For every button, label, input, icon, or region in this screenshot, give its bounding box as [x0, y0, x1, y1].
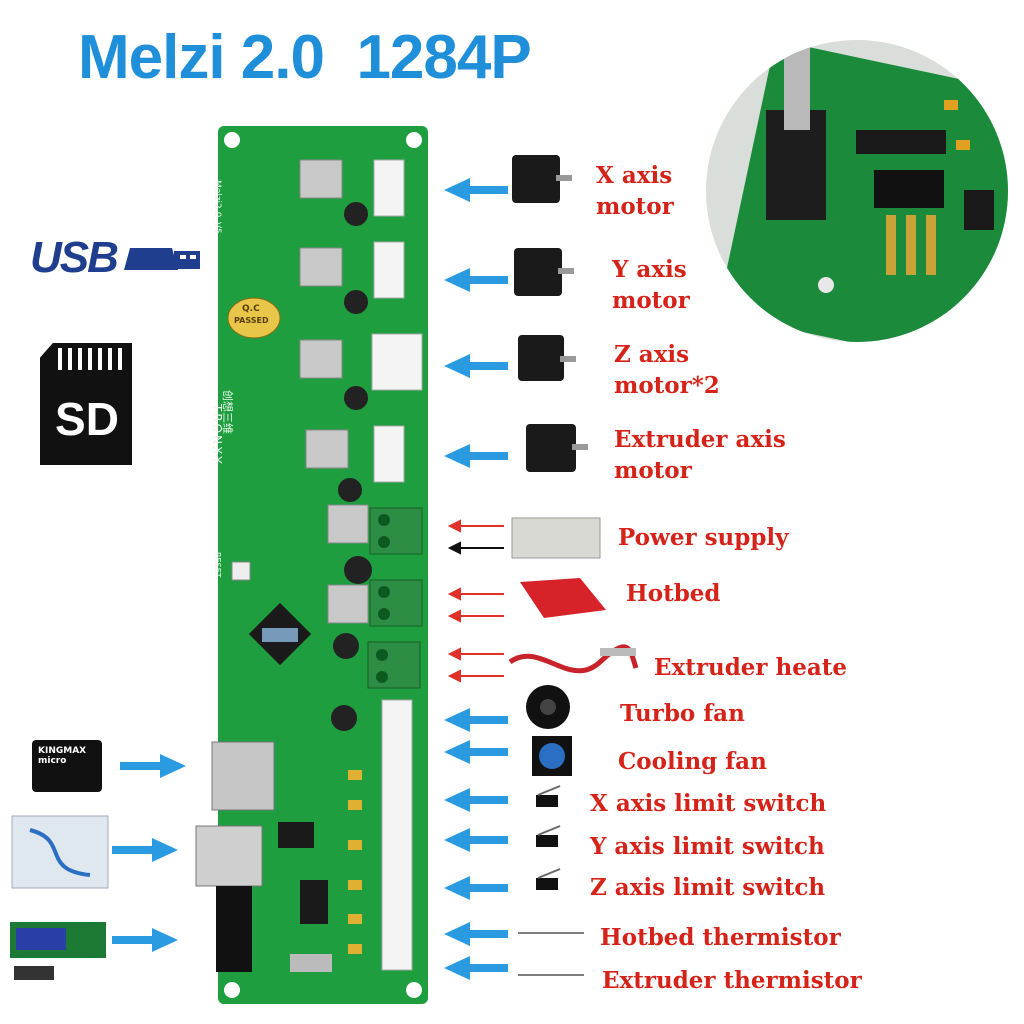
label-extruder-heater: Extruder heate	[654, 654, 848, 681]
page-title: Melzi 2.0 1284P	[78, 23, 532, 92]
usb-icon: USB	[30, 233, 119, 282]
label-extruder-thermistor: Extruder thermistor	[602, 967, 862, 994]
label-hotbed-thermistor: Hotbed thermistor	[600, 924, 841, 951]
label-turbo-fan: Turbo fan	[620, 700, 745, 727]
qc-sticker-line1: Q.C	[242, 304, 260, 314]
label-x-limit: X axis limit switch	[590, 790, 827, 817]
qc-sticker-line2: PASSED	[234, 316, 269, 325]
board-closeup-photo	[706, 40, 1008, 342]
sd-label: SD	[55, 393, 119, 445]
sd-card-icon	[40, 343, 132, 465]
label-z-limit: Z axis limit switch	[590, 874, 826, 901]
label-cooling-fan: Cooling fan	[618, 748, 767, 775]
microsd-card-brand: KINGMAX micro	[38, 746, 87, 766]
label-power-supply: Power supply	[618, 524, 789, 551]
label-hotbed: Hotbed	[626, 580, 721, 607]
label-y-limit: Y axis limit switch	[590, 833, 825, 860]
stepper-motor-icon	[512, 155, 588, 472]
